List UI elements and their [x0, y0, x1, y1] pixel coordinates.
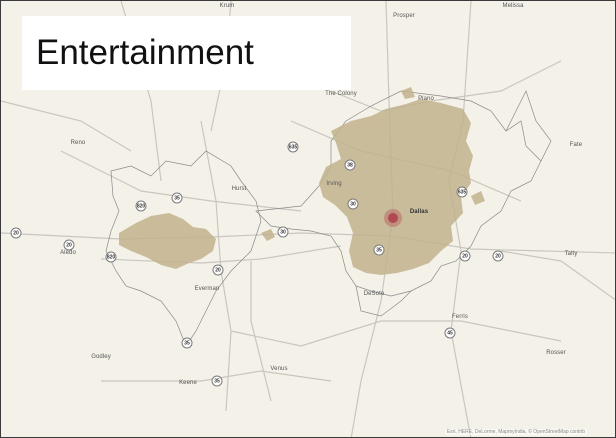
highway-shield-icon: 635 — [456, 186, 468, 198]
place-fate: Fate — [569, 142, 583, 148]
coverage-patch-east — [471, 191, 485, 205]
place-rosser: Rosser — [546, 350, 566, 356]
highway-shield-icon: 45 — [444, 327, 456, 339]
coverage-dallas — [319, 99, 473, 275]
place-keene: Keene — [179, 380, 197, 386]
highway-shield-icon: 20 — [212, 264, 224, 276]
place-prosper: Prosper — [393, 13, 415, 19]
highway-shield-icon: 820 — [105, 251, 117, 263]
place-hurst: Hurst — [231, 186, 247, 192]
place-plano: Plano — [418, 96, 434, 102]
place-venus: Venus — [270, 366, 288, 372]
place-reno: Reno — [70, 140, 86, 146]
place-irving: Irving — [326, 181, 342, 187]
highway-shield-icon: 30 — [277, 226, 289, 238]
place-godley: Godley — [91, 354, 111, 360]
place-krum: Krum — [219, 3, 235, 9]
place-melissa: Melissa — [502, 3, 524, 9]
map-attribution[interactable]: Esri, HERE, DeLorme, MapmyIndia, © OpenS… — [444, 429, 587, 435]
highway-shield-icon: 30 — [347, 198, 359, 210]
place-everman: Everman — [194, 286, 220, 292]
title-panel: Entertainment — [22, 16, 351, 90]
coverage-patch-north — [401, 87, 415, 99]
highway-shield-icon: 820 — [135, 200, 147, 212]
highway-shield-icon: 20 — [10, 227, 22, 239]
place-dallas: Dallas — [409, 209, 429, 215]
coverage-area — [119, 87, 485, 275]
place-ferris: Ferris — [452, 314, 468, 320]
highway-shield-icon: 35 — [171, 192, 183, 204]
map-title: Entertainment — [36, 33, 254, 72]
highway-shield-icon: 35 — [211, 375, 223, 387]
place-talty: Talty — [564, 251, 578, 257]
coverage-fort-worth — [119, 213, 216, 269]
coverage-patch-irving — [261, 229, 275, 241]
place-desoto: DeSoto — [363, 291, 385, 297]
hotspot[interactable] — [384, 209, 402, 227]
highway-shield-icon: 20 — [459, 250, 471, 262]
highway-shield-icon: 635 — [287, 141, 299, 153]
highway-shield-icon: 38 — [344, 159, 356, 171]
place-aledo: Aledo — [60, 250, 76, 256]
highway-shield-icon: 35 — [181, 337, 193, 349]
place-the-colony: The Colony — [325, 91, 357, 97]
highway-shield-icon: 35 — [373, 244, 385, 256]
highway-shield-icon: 20 — [492, 250, 504, 262]
highway-shield-icon: 20 — [63, 239, 75, 251]
